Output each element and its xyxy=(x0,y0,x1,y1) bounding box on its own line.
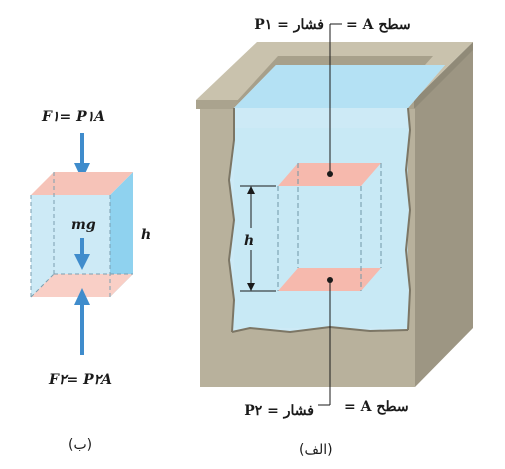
panel-a: h = A سطح P۱ = فشار = A سطح P۲ = فشار (ا… xyxy=(196,17,473,458)
panel-b: F۱= P۱A mg h F xyxy=(30,109,151,453)
bottom-area-label: = A سطح xyxy=(344,399,409,415)
weight-arrow xyxy=(74,238,90,270)
cube-height-label: h xyxy=(141,227,151,243)
top-pressure-label: P۱ = فشار xyxy=(254,17,324,33)
bottom-surface-leader xyxy=(318,277,333,406)
cube-top-face xyxy=(31,172,133,195)
top-surface-leader xyxy=(327,23,342,177)
top-force-arrow xyxy=(74,133,90,180)
caption-b: (ب) xyxy=(68,437,92,453)
height-dimension xyxy=(240,185,276,292)
weight-label: mg xyxy=(71,217,96,233)
water-tank xyxy=(196,42,473,387)
tank-height-label: h xyxy=(244,233,254,249)
bottom-force-label: F۲= P۲A xyxy=(48,372,112,388)
bottom-pressure-label: P۲ = فشار xyxy=(244,403,314,419)
caption-a: (الف) xyxy=(299,442,333,458)
cube-bottom-face xyxy=(31,274,133,297)
top-force-label: F۱= P۱A xyxy=(41,109,105,125)
bottom-force-arrow xyxy=(74,288,90,355)
cube xyxy=(30,172,133,298)
top-area-label: = A سطح xyxy=(346,17,411,33)
